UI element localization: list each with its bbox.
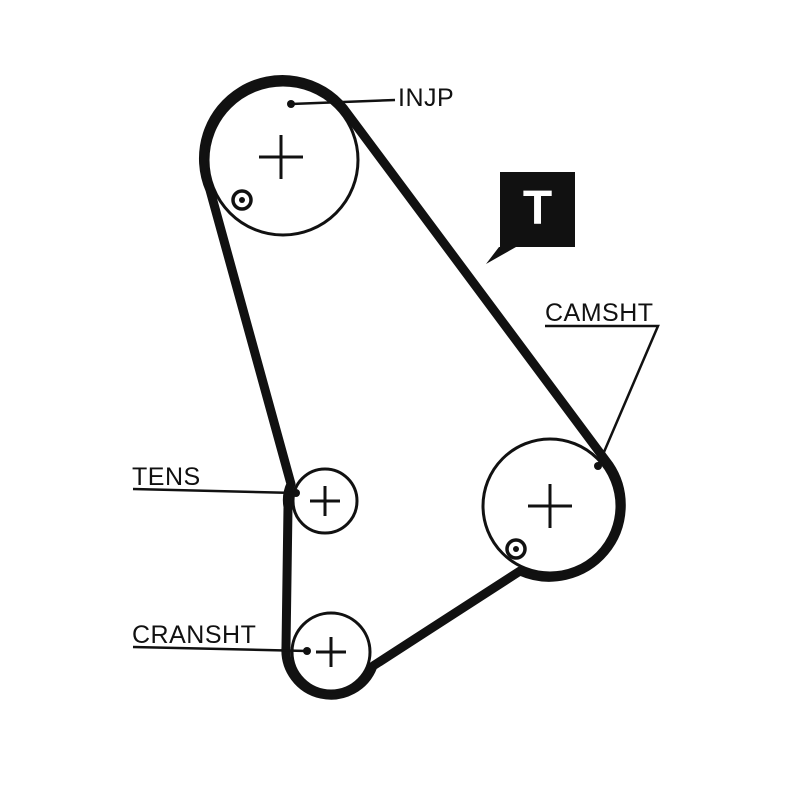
t-marker-letter: T (522, 181, 553, 235)
camsht-leader-dot (594, 462, 602, 470)
injp-leader-line (290, 98, 396, 106)
tens-leader-dot (292, 489, 300, 497)
crankshaft-pulley (290, 611, 372, 693)
injp-leader-dot (287, 100, 295, 108)
label-camshaft: CAMSHT (545, 299, 654, 327)
cransht-leader-dot (303, 647, 311, 655)
injection-pump-timing-mark-icon (231, 189, 253, 211)
camshaft-timing-mark-dot (513, 546, 519, 552)
injection-pump-plus-mark-icon (259, 135, 303, 179)
label-injection-pump: INJP (398, 84, 455, 112)
camshaft-timing-mark-icon (505, 538, 527, 560)
injection-pump-timing-mark-dot (239, 197, 245, 203)
camsht-leader-line (545, 324, 660, 467)
injection-pump-pulley (206, 83, 360, 237)
cransht-leader-line (132, 645, 308, 653)
tens-leader-line (132, 487, 297, 495)
timing-belt-path (199, 75, 626, 700)
camshaft-pulley (481, 437, 619, 575)
crankshaft-plus-mark-icon (316, 637, 346, 667)
tensioner-pulley (291, 467, 359, 535)
camshaft-plus-mark-icon (528, 484, 572, 528)
t-marker-bubble-icon (486, 172, 575, 264)
label-tensioner: TENS (132, 463, 201, 491)
label-crankshaft: CRANSHT (132, 621, 257, 649)
tensioner-plus-mark-icon (310, 486, 340, 516)
